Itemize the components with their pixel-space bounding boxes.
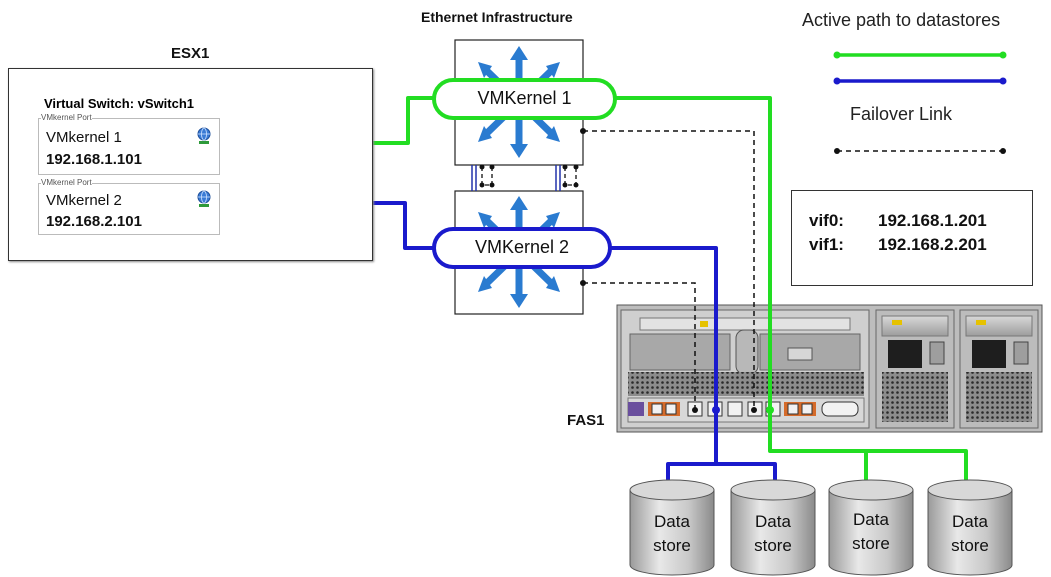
vmkernel-port-1: VMkernel Port VMkernel 1 192.168.1.101 [38, 113, 220, 175]
vif0-ip: 192.168.1.201 [878, 211, 987, 230]
datastore-2-cylinder [730, 479, 816, 576]
esx-host-title: ESX1 [171, 45, 210, 62]
vif-address-box: vif0: 192.168.1.201 vif1: 192.168.2.201 [791, 190, 1033, 286]
port-ip: 192.168.2.101 [46, 213, 142, 230]
port-caption: VMkernel Port [41, 113, 92, 122]
vmkernel-1-pill [432, 78, 617, 120]
vswitch-label: Virtual Switch: vSwitch1 [44, 96, 195, 111]
port-name: VMkernel 1 [46, 129, 122, 146]
legend-active-title: Active path to datastores [802, 10, 1001, 30]
network-globe-icon [197, 127, 211, 144]
blue-endpoint [712, 406, 720, 414]
datastore-4-cylinder [927, 479, 1013, 576]
vmkernel-1-label: VMKernel 1 [477, 88, 572, 108]
fas1-storage-controller [616, 304, 1043, 433]
green-endpoint [766, 406, 774, 414]
datastore-4-label: Data store [951, 512, 989, 555]
legend-lines [833, 51, 1007, 154]
datastore-3-label: Data store [852, 510, 890, 553]
vif1-name: vif1: [809, 235, 844, 254]
datastore-cylinders [629, 479, 1013, 576]
vmkernel-2-label: VMKernel 2 [474, 237, 570, 257]
network-globe-icon [197, 190, 211, 207]
vif1-ip: 192.168.2.201 [878, 235, 987, 254]
vmkernel-2-pill [432, 227, 612, 269]
inter-switch-links [471, 164, 579, 191]
datastore-2-label: Data store [754, 512, 792, 555]
datastore-1-cylinder [629, 479, 715, 576]
datastore-3-cylinder [828, 479, 914, 576]
legend-failover-title: Failover Link [850, 104, 953, 124]
vmkernel-port-2: VMkernel Port VMkernel 2 192.168.2.101 [38, 178, 220, 235]
failover-links [583, 130, 755, 410]
port-ip: 192.168.1.101 [46, 151, 142, 168]
datastore-1-label: Data store [653, 512, 691, 555]
ethernet-infrastructure-title: Ethernet Infrastructure [421, 9, 573, 25]
port-caption: VMkernel Port [41, 178, 92, 187]
vif0-name: vif0: [809, 211, 844, 230]
fas-title: FAS1 [567, 412, 605, 429]
port-name: VMkernel 2 [46, 192, 122, 209]
